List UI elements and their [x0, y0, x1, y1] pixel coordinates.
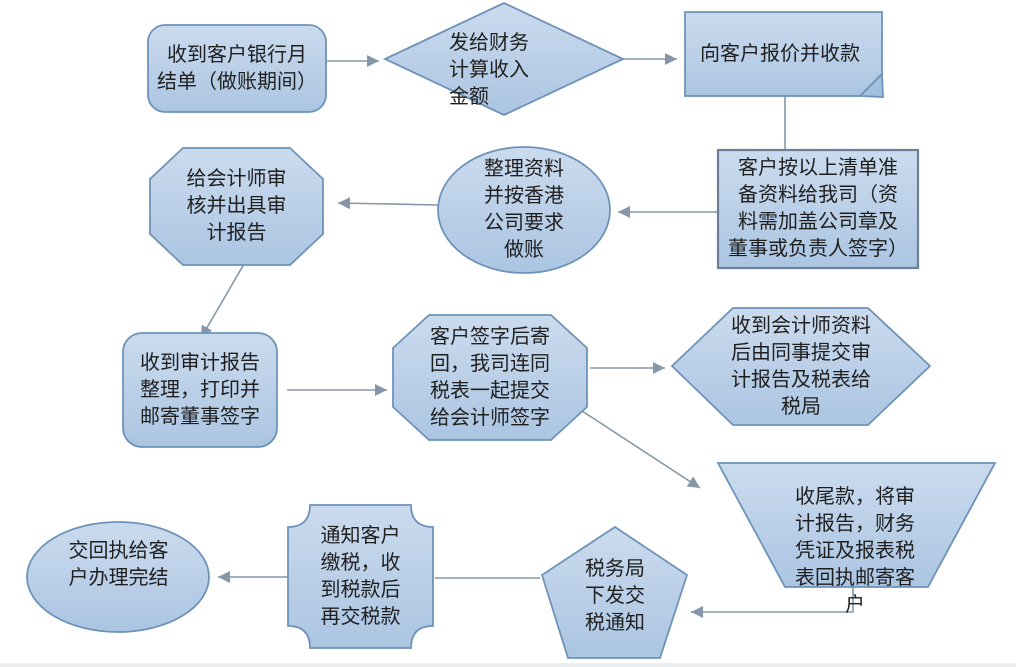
node-quote-collect-shape [684, 11, 883, 97]
connector-finalpayment-to-notice [691, 587, 854, 618]
node-return-receipt-shape [26, 521, 210, 633]
page-bottom-edge [0, 663, 1016, 667]
node-submit-to-tax-bureau-shape [670, 307, 932, 426]
node-final-payment-mail-shape [716, 462, 997, 588]
node-quote-collect-fold-corner [857, 71, 884, 98]
node-tax-notice-shape [540, 525, 689, 659]
node-client-prepare-shape [716, 148, 920, 270]
node-notify-client-pay-shape [287, 504, 434, 649]
connector-organize-to-review [337, 197, 439, 210]
node-client-sign-return-shape [392, 314, 588, 441]
node-receive-audit-report-shape [122, 332, 278, 448]
node-receive-statement-shape [147, 24, 327, 113]
connector-review-to-receive-report [200, 263, 245, 339]
connector-sign-to-finalpayment [578, 408, 701, 489]
node-organize-accounts-shape [437, 146, 611, 274]
node-auditor-review-shape [149, 147, 324, 266]
node-calc-income-shape [382, 2, 626, 116]
